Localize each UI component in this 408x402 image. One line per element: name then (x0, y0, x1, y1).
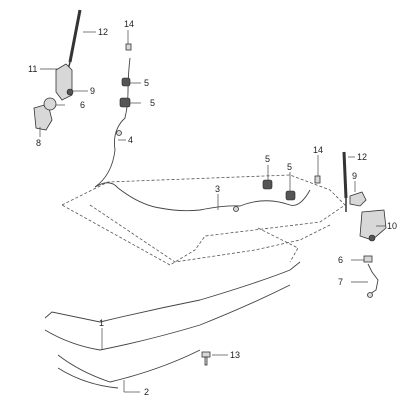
floor-cable (44, 261, 301, 389)
callout-6-right: 6 (338, 255, 343, 265)
callout-2: 2 (144, 387, 149, 397)
right-clips (233, 175, 321, 212)
upper-cable (94, 57, 131, 188)
callout-4: 4 (128, 135, 133, 145)
body-outline (61, 174, 346, 266)
callout-6-left: 6 (80, 100, 85, 110)
callout-13: 13 (230, 350, 240, 360)
callout-12-right: 12 (357, 152, 367, 162)
callout-5-left-bottom: 5 (150, 98, 155, 108)
callout-labels: 12 14 11 9 6 5 5 8 4 5 5 14 12 3 9 10 6 … (28, 19, 397, 397)
callout-14-right: 14 (313, 145, 323, 155)
callout-8: 8 (36, 138, 41, 148)
callout-5-right-b: 5 (287, 162, 292, 172)
callout-10: 10 (387, 221, 397, 231)
callout-1: 1 (99, 318, 104, 328)
bottom-bolt (201, 351, 211, 366)
left-clips (116, 43, 132, 136)
left-latch-assembly (33, 63, 74, 131)
callout-5-left-top: 5 (144, 78, 149, 88)
callout-11: 11 (28, 64, 37, 74)
right-latch-assembly (349, 191, 387, 298)
callout-9-right: 9 (352, 171, 357, 181)
callout-5-right-a: 5 (265, 154, 270, 164)
right-hood-strut (342, 151, 348, 212)
callout-9-left: 9 (90, 86, 95, 96)
callout-12-left: 12 (98, 27, 108, 37)
callout-14-left: 14 (124, 19, 134, 29)
leader-lines (39, 30, 386, 393)
release-cable (94, 182, 311, 212)
callout-7: 7 (338, 277, 343, 287)
callout-3: 3 (215, 184, 220, 194)
